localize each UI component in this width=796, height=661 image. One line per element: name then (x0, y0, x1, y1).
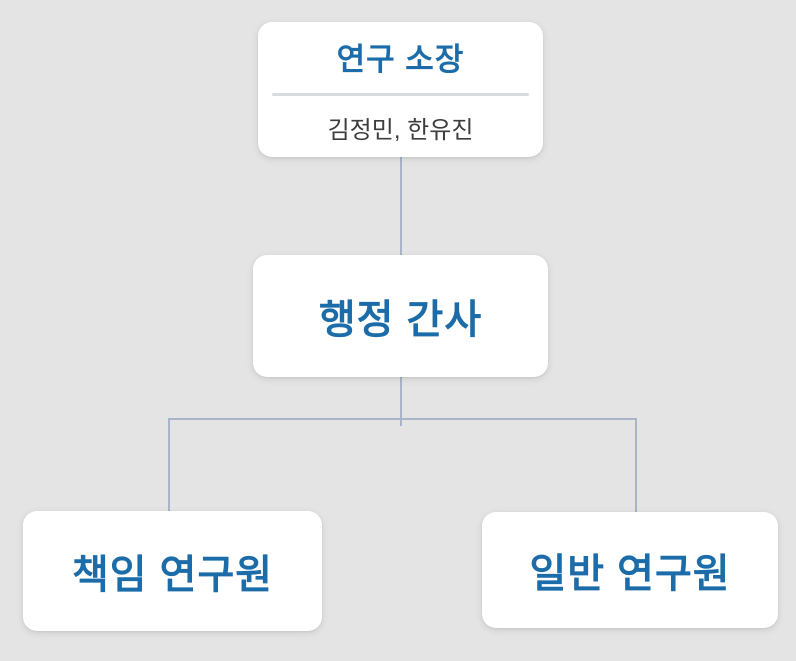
org-node-title: 일반 연구원 (529, 552, 731, 596)
org-node-admin-secretary: 행정 간사 (253, 255, 548, 377)
org-node-members: 김정민, 한유진 (327, 117, 474, 144)
connector-branch-horizontal (168, 418, 637, 420)
org-node-title: 연구 소장 (336, 42, 465, 77)
org-node-general-researcher: 일반 연구원 (482, 512, 778, 628)
connector-admin-to-branch (400, 377, 402, 426)
connector-root-to-admin (400, 157, 402, 255)
org-node-title: 책임 연구원 (71, 553, 274, 597)
connector-branch-to-general (635, 418, 637, 512)
org-node-research-director: 연구 소장 김정민, 한유진 (258, 22, 543, 157)
org-node-senior-researcher: 책임 연구원 (23, 511, 322, 631)
org-node-title: 행정 간사 (318, 298, 483, 342)
node-divider (272, 93, 529, 96)
connector-branch-to-senior (168, 418, 170, 511)
